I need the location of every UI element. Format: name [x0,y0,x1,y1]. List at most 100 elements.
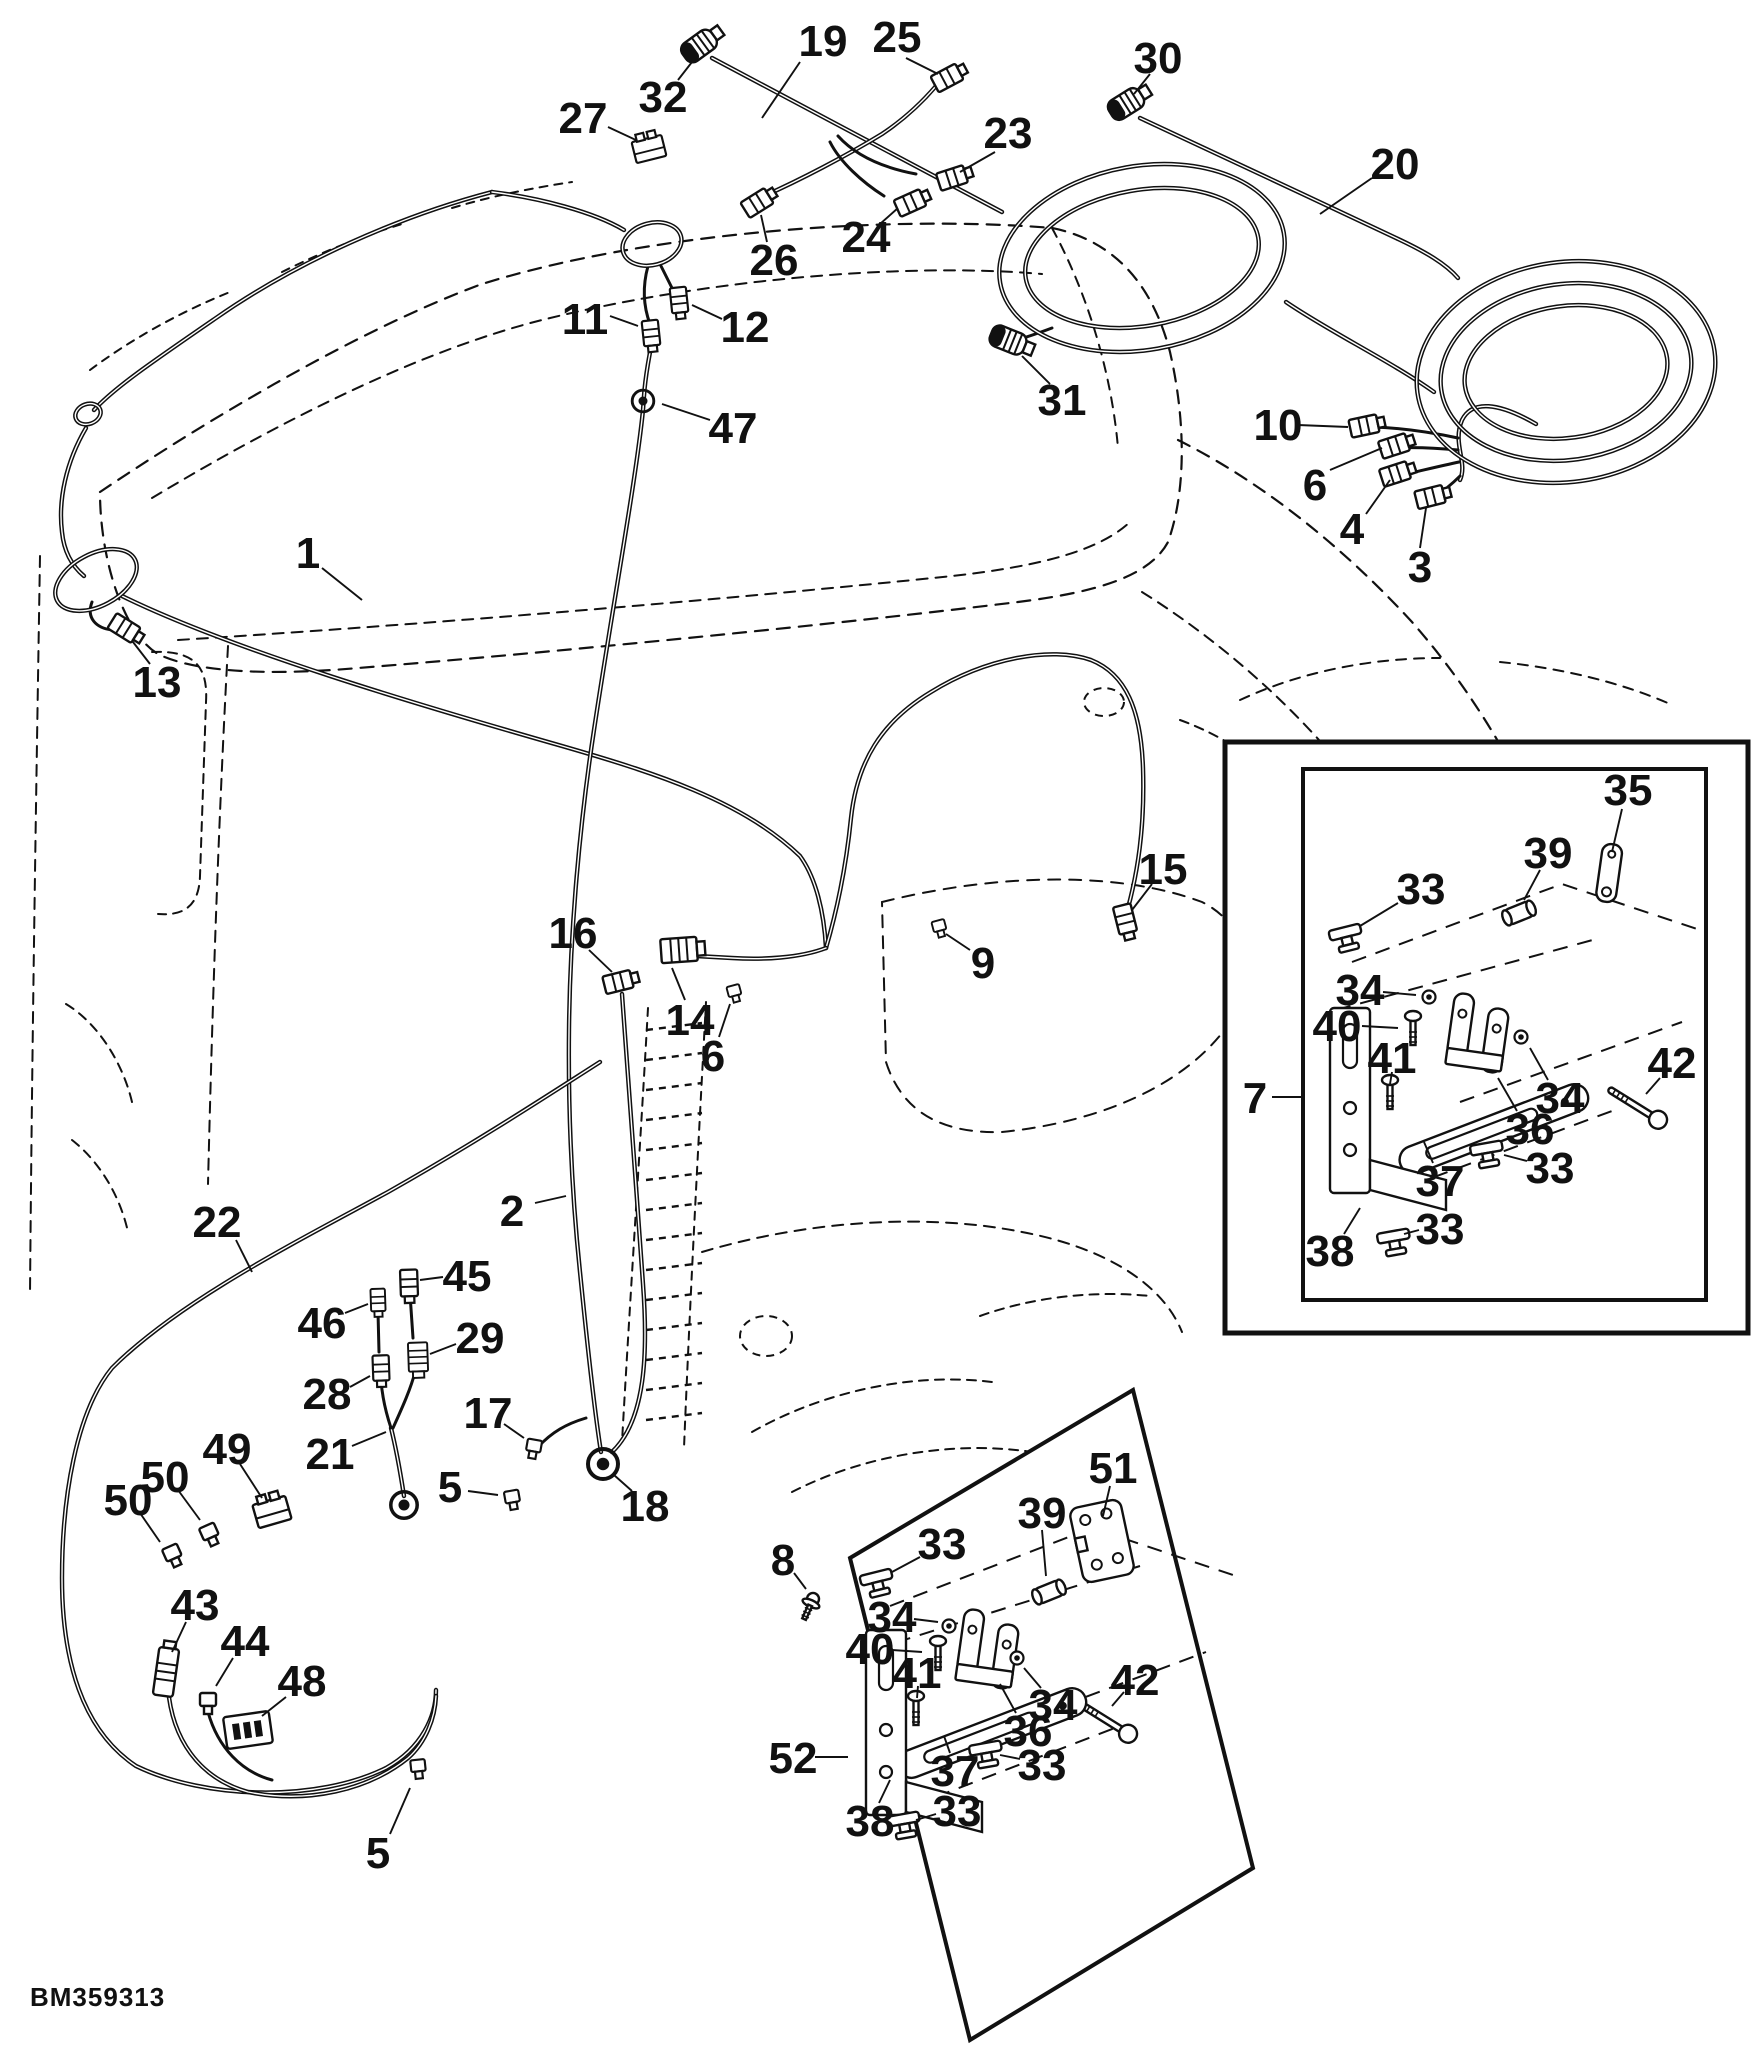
part-clip-19 [930,918,948,939]
harness-wire-core [1139,117,1459,279]
callout-leader-1 [321,567,363,601]
callout-leader-33 [1403,1229,1420,1235]
callout-leader-8 [793,1572,807,1590]
callout-leader-34 [1382,991,1417,996]
callout-5: 5 [366,1829,390,1878]
parts-layer [106,23,1669,1841]
callout-37: 37 [1416,1157,1465,1206]
part-tclip-36 [1327,922,1363,954]
part-ubracket-55 [954,1608,1020,1690]
callout-leader-33 [915,1813,937,1821]
part-boltv-53 [928,1634,948,1672]
callout-8: 8 [771,1536,795,1585]
part-plugL-23 [406,1341,430,1379]
harness-wire [536,1416,588,1449]
callout-16: 16 [549,909,598,958]
callout-leader-30 [1133,73,1151,95]
harness-wire-core [695,947,827,960]
part-plug-24 [371,1354,391,1389]
callout-41: 41 [1368,1034,1417,1083]
harness-wire [642,264,652,326]
harness-wire [1372,425,1460,440]
callout-33: 33 [1526,1144,1575,1193]
callout-leader-5 [389,1787,411,1835]
part-barrel-7 [988,324,1037,358]
callout-27: 27 [559,94,608,143]
callout-leader-41 [1389,1071,1393,1085]
callout-38: 38 [846,1797,895,1846]
part-clip-18 [725,983,743,1004]
callout-leader-43 [171,1621,187,1653]
part-washer-52 [941,1618,957,1634]
callout-33: 33 [1018,1741,1067,1790]
callout-leader-20 [1319,177,1373,215]
callout-leader-38 [878,1779,891,1804]
part-plug-21 [398,1268,420,1305]
part-plug-10 [1378,460,1419,488]
harness-coil [1462,302,1670,442]
harness-coil-core [74,402,102,426]
callout-leader-48 [261,1696,287,1717]
callout-18: 18 [621,1482,670,1531]
part-grommet-14 [630,388,656,414]
callout-leader-15 [1131,883,1153,911]
callout-48: 48 [278,1657,327,1706]
callout-33: 33 [918,1520,967,1569]
callout-6: 6 [1303,461,1327,510]
harness-wire [609,991,648,1455]
callout-46: 46 [298,1299,347,1348]
callout-36: 36 [1004,1707,1053,1756]
harness-wire-core [93,191,493,411]
callout-leader-6 [1329,447,1383,471]
callout-leader-42 [1645,1077,1661,1095]
part-plug-11 [1413,484,1454,510]
callout-leader-50 [139,1512,161,1543]
callout-17: 17 [464,1389,513,1438]
harness-wire-core [1457,405,1537,481]
callout-25: 25 [873,13,922,62]
callout-leader-23 [959,151,996,173]
part-grommet-27 [586,1447,620,1481]
callout-19: 19 [799,17,848,66]
mounting-ghost-dash [1459,1021,1683,1103]
part-washer-43 [1513,1029,1529,1045]
part-boltv-54 [906,1689,926,1727]
callout-leader-10 [1297,424,1349,428]
mounting-ghost-dash [1351,882,1707,963]
part-plug-20 [1112,902,1138,943]
callout-leader-13 [132,641,151,665]
callout-leader-19 [761,61,801,119]
steering-column-hatch [645,1171,703,1182]
callout-leader-44 [215,1657,234,1687]
part-barrel-0 [679,23,727,64]
part-tclip-59 [967,1739,1003,1770]
harness-wire-core [121,595,827,949]
part-lbracket-47 [1328,1006,1448,1212]
steering-column-hatch [645,1231,703,1242]
callout-31: 31 [1038,376,1087,425]
harness-coil-core [1463,304,1669,440]
callout-leader-39 [1523,869,1541,901]
harness-wire-core [167,1687,437,1797]
harness-coil-core [621,221,683,267]
callout-14: 14 [666,996,715,1045]
callout-leader-6 [718,1003,731,1038]
callout-leader-34 [1023,1667,1042,1689]
part-barrel-6 [1106,82,1154,122]
steering-column-hatch [645,1021,703,1032]
harness-coil-core [998,163,1286,353]
part-plug-12 [640,318,662,354]
harness-coil [1438,280,1694,464]
machine-outline-dash-ellipse [1083,687,1125,717]
machine-outline-dash [98,222,1183,674]
callout-41: 41 [893,1649,942,1698]
part-tclip-49 [858,1567,894,1599]
machine-outline-dash [281,181,573,273]
harness-wire-core [568,341,653,1453]
part-plug-8 [1347,413,1388,439]
callout-leader-40 [1361,1025,1399,1029]
callout-39: 39 [1524,829,1573,878]
steering-column-hatch [645,1201,703,1212]
callout-51: 51 [1089,1444,1138,1493]
